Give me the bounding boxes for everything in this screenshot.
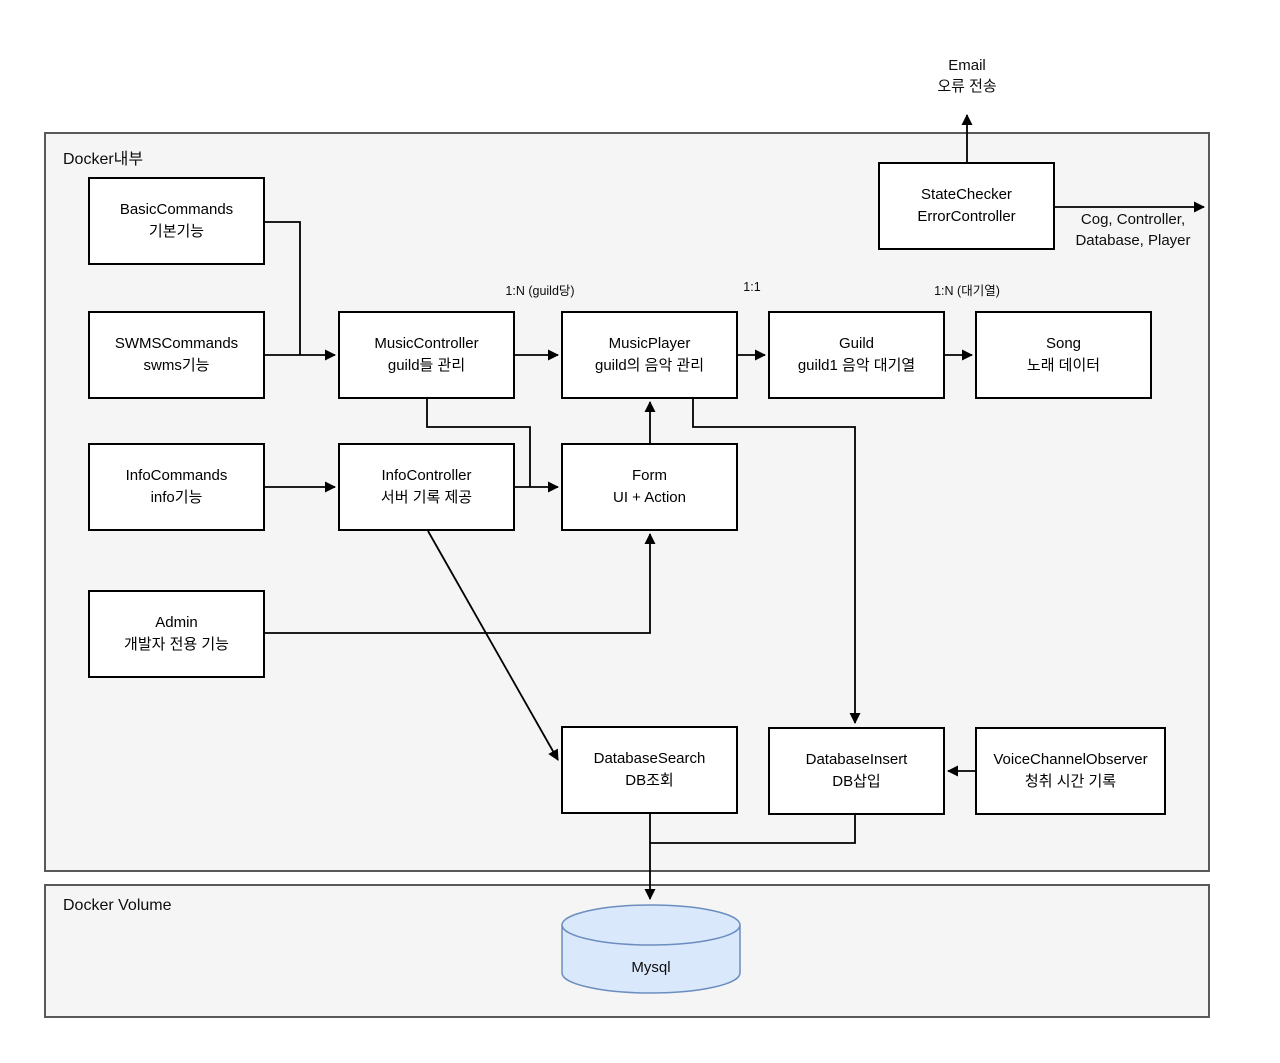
node-music-controller-subtitle: guild들 관리 — [387, 357, 466, 374]
edge-musiccontroller-form-join — [426, 399, 531, 487]
node-database-search: DatabaseSearch DB조회 — [561, 726, 738, 814]
node-mysql-label: Mysql — [631, 959, 671, 976]
label-cog-controller: Cog, Controller, Database, Player — [1058, 209, 1208, 251]
node-info-controller: InfoController 서버 기록 제공 — [338, 443, 515, 531]
node-database-search-subtitle: DB조회 — [625, 772, 674, 789]
node-song-title: Song — [1045, 335, 1082, 352]
node-database-insert-title: DatabaseInsert — [805, 751, 908, 768]
node-form-subtitle: UI + Action — [613, 489, 686, 506]
node-music-player-title: MusicPlayer — [608, 335, 691, 352]
node-music-player-subtitle: guild의 음악 관리 — [594, 357, 705, 374]
node-music-controller-title: MusicController — [374, 335, 479, 352]
container-docker-inside-label: Docker내부 — [63, 151, 144, 168]
node-voice-channel-observer-subtitle: 청취 시간 기록 — [1024, 773, 1117, 790]
node-voice-channel-observer: VoiceChannelObserver 청취 시간 기록 — [975, 727, 1166, 815]
node-info-commands-title: InfoCommands — [125, 467, 228, 484]
label-ratio-guild: 1:N (guild당) — [505, 284, 575, 298]
label-ratio-queue: 1:N (대기열) — [934, 284, 1000, 298]
container-docker-volume-label: Docker Volume — [63, 897, 172, 914]
label-cog-controller-line2: Database, Player — [1075, 232, 1191, 249]
node-info-commands: InfoCommands info기능 — [88, 443, 265, 531]
node-music-player: MusicPlayer guild의 음악 관리 — [561, 311, 738, 399]
node-basic-commands: BasicCommands 기본기능 — [88, 177, 265, 265]
node-admin-title: Admin — [155, 614, 198, 631]
node-basic-commands-title: BasicCommands — [119, 201, 234, 218]
node-database-search-title: DatabaseSearch — [593, 750, 706, 767]
node-database-insert-subtitle: DB삽입 — [832, 773, 881, 790]
node-swms-commands-subtitle: swms기능 — [143, 357, 210, 374]
node-form: Form UI + Action — [561, 443, 738, 531]
label-email: Email 오류 전송 — [887, 55, 1047, 97]
node-guild: Guild guild1 음악 대기열 — [768, 311, 945, 399]
node-basic-commands-subtitle: 기본기능 — [148, 223, 205, 240]
node-info-controller-subtitle: 서버 기록 제공 — [380, 489, 473, 506]
edge-basiccommands-join — [265, 221, 301, 355]
node-voice-channel-observer-title: VoiceChannelObserver — [993, 751, 1148, 768]
mysql-cylinder — [561, 904, 741, 994]
mysql-cylinder-top — [561, 904, 741, 946]
node-admin-subtitle: 개발자 전용 기능 — [124, 636, 229, 653]
node-info-controller-title: InfoController — [381, 467, 472, 484]
edge-musicplayer-databaseinsert — [692, 399, 861, 724]
node-guild-subtitle: guild1 음악 대기열 — [797, 357, 916, 374]
node-state-checker-subtitle: ErrorController — [917, 208, 1016, 225]
node-state-checker: StateChecker ErrorController — [878, 162, 1055, 250]
node-swms-commands-title: SWMSCommands — [114, 335, 239, 352]
node-song-subtitle: 노래 데이터 — [1026, 357, 1101, 374]
edge-admin-form — [265, 533, 656, 634]
node-song: Song 노래 데이터 — [975, 311, 1152, 399]
label-cog-controller-line1: Cog, Controller, — [1080, 211, 1186, 228]
label-email-line2: 오류 전송 — [937, 78, 997, 95]
node-guild-title: Guild — [838, 335, 875, 352]
label-ratio-one: 1:1 — [743, 280, 761, 294]
label-email-line1: Email — [948, 57, 986, 74]
node-state-checker-title: StateChecker — [921, 186, 1012, 203]
node-admin: Admin 개발자 전용 기능 — [88, 590, 265, 678]
node-database-insert: DatabaseInsert DB삽입 — [768, 727, 945, 815]
node-music-controller: MusicController guild들 관리 — [338, 311, 515, 399]
container-docker-volume: Docker Volume — [44, 884, 1210, 1018]
edge-infocontroller-databasesearch — [427, 530, 559, 761]
edge-databaseinsert-mysql-join — [650, 815, 856, 844]
node-info-commands-subtitle: info기능 — [150, 489, 203, 506]
node-form-title: Form — [632, 467, 667, 484]
node-swms-commands: SWMSCommands swms기능 — [88, 311, 265, 399]
